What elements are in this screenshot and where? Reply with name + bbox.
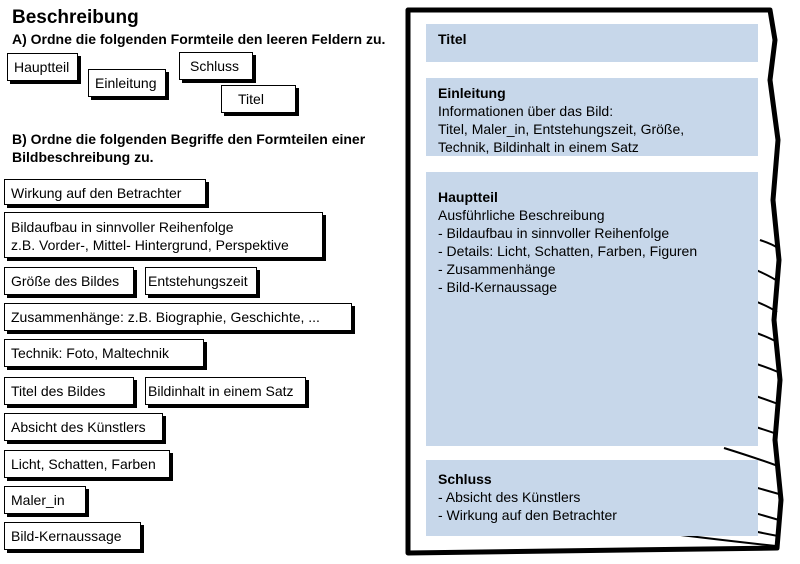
begriff-card[interactable]: Technik: Foto, Maltechnik bbox=[4, 339, 204, 367]
card-line: Licht, Schatten, Farben bbox=[11, 456, 156, 472]
card-line: Wirkung auf den Betrachter bbox=[11, 185, 182, 201]
begriff-card[interactable]: Bildaufbau in sinnvoller Reihenfolge z.B… bbox=[4, 212, 323, 258]
section-line: - Details: Licht, Schatten, Farben, Figu… bbox=[438, 243, 698, 259]
formteil-card-titel[interactable]: Titel bbox=[221, 85, 296, 113]
section-heading: Titel bbox=[438, 31, 467, 47]
section-titel: Titel bbox=[426, 24, 758, 62]
section-line: - Bild-Kernaussage bbox=[438, 279, 558, 295]
section-line: Informationen über das Bild: bbox=[438, 103, 614, 119]
formteil-card-schluss[interactable]: Schluss bbox=[179, 52, 253, 80]
section-line: Technik, Bildinhalt in einem Satz bbox=[438, 139, 639, 155]
card-line: Bildinhalt in einem Satz bbox=[148, 383, 294, 399]
section-schluss: Schluss - Absicht des Künstlers - Wirkun… bbox=[426, 460, 758, 536]
section-hauptteil: Hauptteil Ausführliche Beschreibung - Bi… bbox=[426, 172, 758, 446]
card-line: Titel des Bildes bbox=[11, 383, 106, 399]
begriff-card[interactable]: Licht, Schatten, Farben bbox=[4, 450, 170, 478]
section-heading: Hauptteil bbox=[438, 189, 498, 205]
section-line: - Zusammenhänge bbox=[438, 261, 556, 277]
section-line: Ausführliche Beschreibung bbox=[438, 207, 605, 223]
begriff-card[interactable]: Bild-Kernaussage bbox=[4, 522, 141, 550]
card-line: Absicht des Künstlers bbox=[11, 419, 146, 435]
task-a-instruction: A) Ordne die folgenden Formteile den lee… bbox=[12, 31, 386, 47]
begriff-card[interactable]: Wirkung auf den Betrachter bbox=[4, 179, 206, 205]
card-line: Entstehungszeit bbox=[148, 273, 248, 289]
begriff-card[interactable]: Maler_in bbox=[4, 486, 86, 514]
begriff-card[interactable]: Zusammenhänge: z.B. Biographie, Geschich… bbox=[4, 303, 352, 331]
card-line: Größe des Bildes bbox=[11, 273, 120, 289]
begriff-card[interactable]: Absicht des Künstlers bbox=[4, 413, 163, 441]
page-title: Beschreibung bbox=[12, 7, 139, 28]
begriff-card[interactable]: Titel des Bildes bbox=[4, 377, 134, 405]
card-line: Bild-Kernaussage bbox=[11, 528, 122, 544]
section-line: Titel, Maler_in, Entstehungszeit, Größe, bbox=[438, 121, 685, 137]
task-b-instruction: B) Ordne die folgenden Begriffe den Form… bbox=[12, 131, 366, 165]
section-heading: Schluss bbox=[438, 471, 492, 487]
section-line: - Bildaufbau in sinnvoller Reihenfolge bbox=[438, 225, 670, 241]
formteil-card-einleitung[interactable]: Einleitung bbox=[88, 69, 166, 97]
section-line: - Wirkung auf den Betrachter bbox=[438, 507, 617, 523]
begriff-card[interactable]: Bildinhalt in einem Satz bbox=[145, 377, 306, 405]
begriff-card[interactable]: Größe des Bildes bbox=[4, 267, 134, 295]
card-line: Zusammenhänge: z.B. Biographie, Geschich… bbox=[11, 309, 320, 325]
card-line: z.B. Vorder-, Mittel- Hintergrund, Persp… bbox=[11, 237, 289, 253]
formteil-card-hauptteil[interactable]: Hauptteil bbox=[7, 53, 78, 81]
card-line: Maler_in bbox=[11, 492, 65, 508]
section-line: - Absicht des Künstlers bbox=[438, 489, 581, 505]
card-line: Bildaufbau in sinnvoller Reihenfolge bbox=[11, 219, 234, 235]
section-heading: Einleitung bbox=[438, 85, 506, 101]
section-einleitung: Einleitung Informationen über das Bild: … bbox=[426, 78, 758, 156]
begriff-card[interactable]: Entstehungszeit bbox=[145, 267, 257, 295]
card-line: Technik: Foto, Maltechnik bbox=[11, 345, 169, 361]
